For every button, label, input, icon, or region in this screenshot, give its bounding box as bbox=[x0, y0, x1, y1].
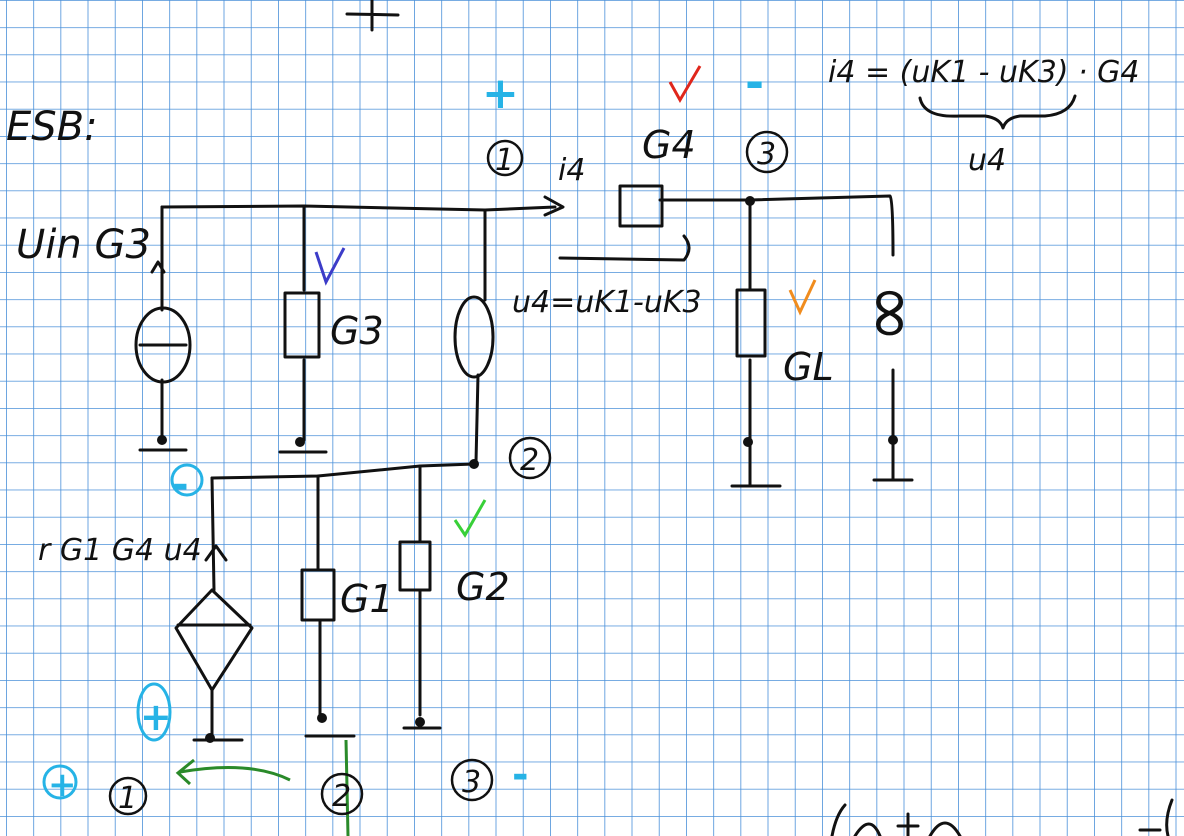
top-wire bbox=[160, 194, 895, 257]
source-arrow bbox=[150, 260, 166, 274]
g1-wire bbox=[316, 474, 322, 717]
minus-lower: - bbox=[172, 462, 189, 508]
minus-top: - bbox=[745, 55, 764, 109]
label-g1: G1 bbox=[340, 577, 394, 621]
dep-source-arrow bbox=[204, 544, 228, 562]
plus-bottom: + bbox=[48, 765, 77, 805]
check-gl bbox=[788, 279, 817, 316]
lower-bus bbox=[210, 462, 476, 480]
label-g2: G2 bbox=[456, 565, 510, 609]
equation-text: i4 = (uK1 - uK3) · G4 bbox=[828, 55, 1139, 90]
bottom-right-marks bbox=[830, 798, 1174, 836]
minus-bottom: - bbox=[512, 752, 529, 798]
node-3-circle bbox=[745, 130, 789, 174]
node-2-label: 2 bbox=[520, 443, 539, 478]
dep-source-diamond bbox=[174, 588, 254, 692]
dep-source-label: r G1 G4 u4 bbox=[38, 533, 202, 568]
oval-element bbox=[453, 295, 495, 379]
voltage-source bbox=[134, 306, 192, 384]
source-label: Uin G3 bbox=[16, 222, 151, 268]
plus-bottom-circle bbox=[42, 764, 78, 800]
node-1-circle bbox=[486, 139, 524, 177]
oval-wire bbox=[474, 208, 487, 464]
gnd-node-g2 bbox=[415, 717, 425, 727]
plus-lower: + bbox=[140, 695, 172, 739]
equation-brace bbox=[918, 94, 1077, 130]
gnd-node-source bbox=[157, 435, 167, 445]
check-g2 bbox=[453, 499, 487, 538]
bottom-node-1-circle bbox=[108, 776, 148, 816]
current-label: i4 bbox=[558, 153, 585, 188]
current-arrow bbox=[543, 195, 565, 217]
plus-lower-circle bbox=[136, 682, 172, 742]
green-arrow bbox=[175, 758, 291, 786]
resistor-g1 bbox=[300, 568, 336, 622]
equation: i4 = (uK1 - uK3) · G4 u4 bbox=[828, 55, 1139, 178]
check-g4 bbox=[668, 65, 702, 104]
check-g3 bbox=[314, 247, 346, 286]
resistor-g3 bbox=[283, 291, 321, 359]
plus-top: + bbox=[482, 68, 519, 119]
bottom-node-2-circle bbox=[320, 772, 364, 816]
dep-source-wire bbox=[210, 476, 216, 740]
gnd-node-inf bbox=[888, 435, 898, 445]
node-3-label: 3 bbox=[757, 137, 776, 172]
voltage-label: u4=uK1-uK3 bbox=[512, 285, 702, 320]
green-line bbox=[344, 739, 350, 836]
bottom-node-1: 1 bbox=[118, 781, 137, 816]
equation-brace-label: u4 bbox=[968, 143, 1006, 178]
resistor-g2 bbox=[398, 540, 432, 592]
bottom-node-3-circle bbox=[450, 758, 494, 802]
label-g3: G3 bbox=[330, 309, 384, 353]
minus-lower-circle bbox=[170, 463, 204, 497]
heading: ESB: bbox=[6, 104, 98, 150]
bottom-node-2: 2 bbox=[332, 779, 351, 814]
gnd-node-g1 bbox=[317, 713, 327, 723]
bottom-node-3: 3 bbox=[462, 765, 481, 800]
label-gl: GL bbox=[783, 345, 834, 389]
label-infinity: ∞ bbox=[851, 283, 935, 343]
node-2-circle bbox=[508, 436, 552, 480]
gnd-node-g3 bbox=[295, 437, 305, 447]
resistor-g4 bbox=[618, 184, 664, 228]
node-1-label: 1 bbox=[495, 143, 514, 178]
label-g4: G4 bbox=[642, 123, 696, 167]
resistor-gl bbox=[735, 288, 767, 358]
top-mark bbox=[345, 0, 400, 32]
voltage-arrow bbox=[558, 234, 691, 262]
gnd-node-dep bbox=[205, 733, 215, 743]
gnd-gl bbox=[730, 440, 782, 488]
